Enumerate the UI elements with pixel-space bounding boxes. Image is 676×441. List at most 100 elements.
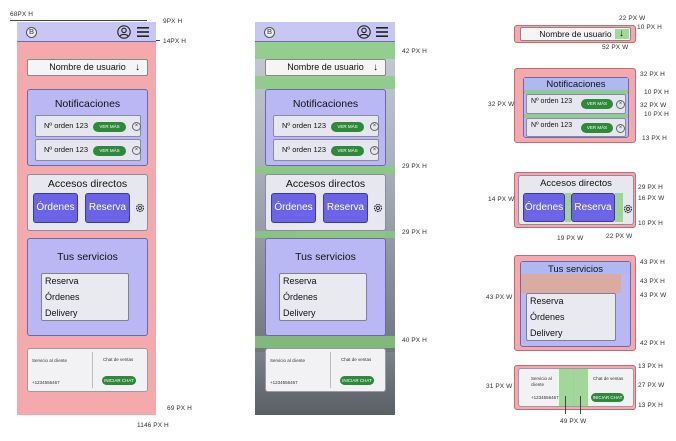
service-item[interactable]: Reserva bbox=[530, 296, 564, 306]
shortcuts-card: Accesos directos Órdenes Reserva bbox=[518, 175, 634, 225]
dim-label: 16 PX W bbox=[638, 195, 665, 202]
service-item[interactable]: Órdenes bbox=[530, 312, 565, 322]
dim-label: 49 PX W bbox=[560, 418, 587, 425]
spacing-highlight bbox=[615, 29, 629, 39]
dim-label: 22 PX W bbox=[606, 233, 633, 240]
start-chat-button[interactable]: INICIAR CHAT bbox=[340, 376, 374, 385]
shortcuts-title: Accesos directos bbox=[47, 178, 128, 190]
order-number: Nº orden 123 bbox=[282, 121, 327, 130]
contact-card: Servicio al cliente +1234556467 Chat de … bbox=[27, 348, 148, 392]
contact-card: Servicio al cliente +1234556467 Chat de … bbox=[265, 348, 386, 392]
arrow-down-icon: ↓ bbox=[619, 28, 624, 39]
shortcut-orders-button[interactable]: Órdenes bbox=[271, 193, 316, 223]
dim-label: 14PX H bbox=[163, 38, 187, 45]
service-item[interactable]: Órdenes bbox=[45, 292, 80, 302]
notification-row: Nº orden 123 VER MÁS × bbox=[35, 139, 141, 161]
notifications-card: Notificaciones Nº orden 123 VER MÁS × Nº… bbox=[265, 89, 386, 166]
order-number: Nº orden 123 bbox=[531, 98, 573, 105]
service-item[interactable]: Delivery bbox=[45, 308, 78, 318]
service-item[interactable]: Órdenes bbox=[283, 292, 318, 302]
gear-icon[interactable] bbox=[373, 203, 383, 213]
divider bbox=[92, 352, 93, 388]
username-dropdown[interactable]: Nombre de usuario ↓ bbox=[27, 59, 148, 76]
shortcut-orders-button[interactable]: Órdenes bbox=[33, 193, 78, 223]
service-item[interactable]: Reserva bbox=[45, 276, 79, 286]
services-title: Tus servicios bbox=[547, 264, 604, 275]
app-header: B bbox=[17, 22, 156, 42]
username-dropdown[interactable]: Nombre de usuario ↓ bbox=[265, 59, 386, 76]
arrow-down-icon: ↓ bbox=[135, 62, 140, 73]
contact-card: Servicio al cliente +1234556467 Chat de … bbox=[518, 368, 634, 407]
app-header: B bbox=[255, 22, 395, 42]
logo-icon: B bbox=[264, 27, 275, 38]
shortcuts-title: Accesos directos bbox=[540, 178, 612, 189]
dim-label: 27 PX W bbox=[638, 382, 665, 389]
dim-label: 43 PX W bbox=[640, 292, 667, 299]
mockup-measured: B Nombre de usuario ↓ Notificaciones Nº … bbox=[17, 22, 156, 415]
shortcut-booking-button[interactable]: Reserva bbox=[571, 193, 615, 222]
dim-label: 42 PX H bbox=[402, 48, 427, 55]
service-item[interactable]: Delivery bbox=[530, 328, 563, 338]
username-label: Nombre de usuario bbox=[539, 29, 612, 39]
spacing-band bbox=[255, 42, 395, 59]
notifications-spec: Notificaciones Nº orden 123 VER MÁS × Nº… bbox=[514, 68, 636, 143]
notification-row: Nº orden 123 VER MÁS × bbox=[273, 139, 379, 161]
close-icon[interactable]: × bbox=[132, 122, 141, 131]
logo-icon: B bbox=[26, 27, 37, 38]
services-card: Tus servicios Reserva Órdenes Delivery bbox=[265, 238, 386, 336]
order-number: Nº orden 123 bbox=[531, 122, 573, 129]
close-icon[interactable]: × bbox=[370, 146, 379, 155]
sales-chat-title: Chat de ventas bbox=[341, 357, 372, 362]
dim-label: 43 PX H bbox=[640, 259, 665, 266]
dim-label: 43 PX H bbox=[640, 278, 665, 285]
shortcut-booking-button[interactable]: Reserva bbox=[323, 193, 368, 223]
user-account-icon[interactable] bbox=[117, 25, 131, 39]
dim-label: 29 PX H bbox=[638, 184, 663, 191]
gear-icon[interactable] bbox=[135, 203, 145, 213]
close-icon[interactable]: × bbox=[616, 124, 625, 133]
start-chat-button[interactable]: INICIAR CHAT bbox=[591, 393, 624, 402]
support-title: Servicio al cliente bbox=[270, 358, 306, 363]
spacing-highlight bbox=[524, 90, 628, 94]
mockup-spacing: B Nombre de usuario ↓ Notificaciones Nº … bbox=[255, 22, 395, 415]
guide-line bbox=[580, 396, 581, 414]
hamburger-menu-icon[interactable] bbox=[376, 27, 388, 37]
service-item[interactable]: Reserva bbox=[283, 276, 317, 286]
service-item[interactable]: Delivery bbox=[283, 308, 316, 318]
services-title: Tus servicios bbox=[295, 251, 356, 263]
notification-row: Nº orden 123 VER MÁS × bbox=[526, 118, 626, 137]
see-more-button[interactable]: VER MÁS bbox=[581, 99, 613, 109]
order-number: Nº orden 123 bbox=[44, 121, 89, 130]
notifications-title: Notificaciones bbox=[54, 98, 121, 110]
sales-chat-title: Chat de ventas bbox=[593, 376, 624, 381]
dim-label: 32 PX W bbox=[640, 102, 667, 109]
spacing-highlight bbox=[524, 114, 628, 118]
start-chat-button[interactable]: INICIAR CHAT bbox=[102, 376, 136, 385]
notification-row: Nº orden 123 VER MÁS × bbox=[526, 94, 626, 114]
user-account-icon[interactable] bbox=[357, 25, 371, 39]
dim-label: 29 PX H bbox=[402, 163, 427, 170]
dim-label: 10 PX H bbox=[637, 24, 662, 31]
notification-row: Nº orden 123 VER MÁS × bbox=[35, 115, 141, 137]
services-card: Tus servicios Reserva Órdenes Delivery bbox=[27, 238, 148, 336]
close-icon[interactable]: × bbox=[132, 146, 141, 155]
dropdown-spec: Nombre de usuario ↓ bbox=[514, 25, 636, 43]
see-more-button[interactable]: VER MÁS bbox=[93, 146, 126, 156]
see-more-button[interactable]: VER MÁS bbox=[93, 122, 126, 132]
spacing-highlight bbox=[565, 193, 571, 222]
dim-label: 31 PX W bbox=[486, 383, 513, 390]
username-dropdown[interactable]: Nombre de usuario ↓ bbox=[520, 27, 631, 41]
spacing-band bbox=[255, 76, 395, 89]
see-more-button[interactable]: VER MÁS bbox=[581, 123, 613, 133]
close-icon[interactable]: × bbox=[370, 122, 379, 131]
dim-label: 13 PX H bbox=[638, 402, 663, 409]
dim-label: 69 PX H bbox=[167, 405, 192, 412]
shortcut-booking-button[interactable]: Reserva bbox=[85, 193, 130, 223]
dim-label: 13 PX H bbox=[642, 135, 667, 142]
shortcut-orders-button[interactable]: Órdenes bbox=[523, 193, 565, 222]
close-icon[interactable]: × bbox=[616, 100, 625, 109]
hamburger-menu-icon[interactable] bbox=[137, 27, 149, 37]
gear-icon[interactable] bbox=[623, 204, 633, 214]
see-more-button[interactable]: VER MÁS bbox=[331, 146, 364, 156]
see-more-button[interactable]: VER MÁS bbox=[331, 122, 364, 132]
